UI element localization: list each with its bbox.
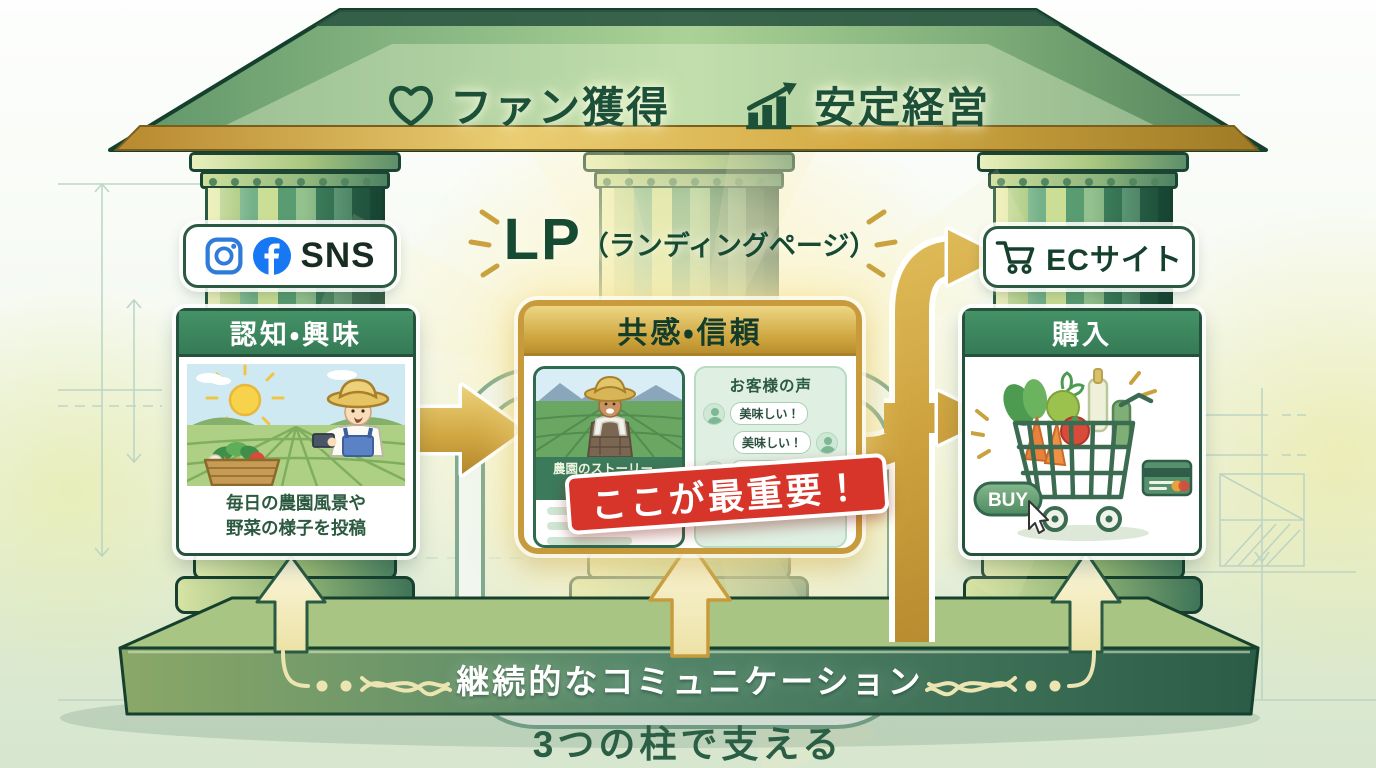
voice-row: 美味しい！: [703, 402, 838, 425]
arrow-base-to-lp: [648, 540, 732, 658]
lp-label-main: LP: [503, 207, 582, 272]
arrow-sns-to-lp: [394, 382, 528, 478]
goal-stability-label: 安定経営: [814, 84, 991, 131]
instagram-icon: [205, 237, 242, 275]
pillar-capital-dots: [200, 171, 390, 189]
voice-row: 美味しい！: [703, 431, 838, 454]
flow-lines-left: [281, 650, 452, 697]
goal-fans-label: ファン獲得: [449, 84, 670, 131]
sns-card-caption: 毎日の農園風景や 野菜の様子を投稿: [226, 493, 366, 539]
goal-stability: 安定経営: [744, 74, 990, 135]
sns-label-chip: SNS: [183, 224, 397, 288]
arrow-base-to-sns: [255, 554, 327, 654]
buy-button-label: BUY: [988, 490, 1028, 511]
page-title: 3つの柱で支える: [532, 724, 844, 765]
placeholder-line: [547, 537, 633, 545]
ec-card: 購入: [962, 308, 1202, 556]
ec-label-chip: ECサイト: [983, 226, 1195, 288]
pediment-goals: ファン獲得 安定経営: [0, 74, 1376, 135]
avatar-icon: [816, 431, 838, 454]
voice-bubble: 美味しい！: [730, 402, 809, 425]
shopping-cart-illustration: BUY: [971, 368, 1193, 541]
mouse-pointer-icon: [1028, 500, 1049, 534]
farmer-photo: [536, 369, 683, 457]
arrowhead-to-ec-label: [944, 226, 1006, 288]
ec-card-header: 購入: [965, 311, 1199, 357]
lp-label: LP（ランディングページ）: [450, 206, 930, 273]
sns-card: 認知・興味: [176, 308, 416, 556]
sns-card-header: 認知・興味: [179, 311, 413, 357]
pillar-capital: [977, 152, 1189, 172]
goal-fans: ファン獲得: [386, 74, 670, 135]
rising-chart-icon: [746, 81, 797, 129]
vegetable-basket: [203, 442, 281, 486]
voices-title: お客様の声: [729, 378, 812, 395]
facebook-icon: [252, 237, 291, 275]
pillar-capital-dots: [988, 171, 1178, 189]
lp-label-sub: （ランディングページ）: [581, 231, 877, 261]
base-banner: 継続的なコミュニケーション: [456, 663, 924, 700]
voice-bubble: 美味しい！: [732, 431, 811, 454]
avatar-icon: [703, 402, 726, 425]
sns-label: SNS: [300, 236, 376, 275]
farmer-with-phone: [312, 378, 390, 457]
pillar-capital: [189, 152, 401, 172]
ec-label: ECサイト: [1046, 244, 1183, 277]
arrow-base-to-ec: [1050, 550, 1122, 654]
buy-button: BUY: [973, 481, 1049, 534]
lp-card-header: 共感・信頼: [524, 306, 856, 356]
farm-posting-illustration: [187, 364, 405, 486]
lp-card: 共感・信頼: [518, 300, 890, 554]
heart-icon: [389, 85, 433, 126]
sparkle-lines: [971, 371, 1157, 459]
shopping-cart-icon: [995, 241, 1035, 275]
flow-lines-right: [925, 650, 1096, 697]
credit-card-icon: [1141, 459, 1193, 497]
sparkle-lines: [468, 209, 898, 278]
